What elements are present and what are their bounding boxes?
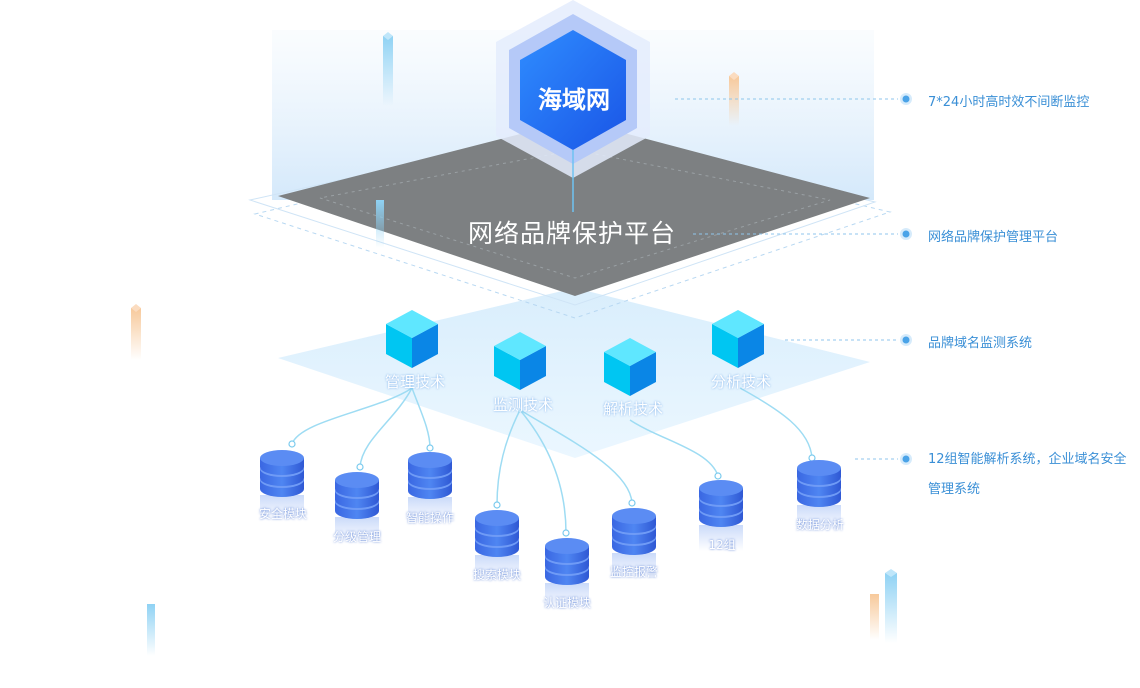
tech-cube-icon <box>604 338 656 396</box>
connector-lines <box>291 387 813 534</box>
tech-node-label: 解析技术 <box>602 400 664 418</box>
platform <box>278 120 870 296</box>
platform-title: 网络品牌保护平台 <box>467 219 677 248</box>
database-label: 数据分析 <box>795 518 845 532</box>
database-icon <box>797 460 841 531</box>
tech-cube-icon <box>386 310 438 368</box>
database-label: 分级管理 <box>332 530 382 544</box>
core-title: 海域网 <box>538 86 610 114</box>
annotation-platform: 网络品牌保护管理平台 <box>928 230 1059 245</box>
database-icon <box>612 508 656 579</box>
tech-node-label: 监测技术 <box>492 396 554 414</box>
annotation-monitoring: 7*24小时高时效不间断监控 <box>928 95 1090 110</box>
decorative-pillars <box>131 32 897 656</box>
annotation-dots <box>900 93 912 465</box>
database-icon <box>545 538 589 609</box>
database-icon <box>475 510 519 581</box>
database-label: 智能操作 <box>405 511 455 525</box>
annotation-dns-system: 12组智能解析系统，企业域名安全管理系统 <box>928 452 1127 497</box>
database-label: 监控报警 <box>609 565 659 579</box>
annotation-domain-monitor: 品牌域名监测系统 <box>928 336 1033 351</box>
database-label: 搜索模块 <box>472 568 522 582</box>
tech-cube-icon <box>712 310 764 368</box>
tech-node-label: 管理技术 <box>384 373 446 391</box>
platform-grid <box>319 149 831 279</box>
tech-node-label: 分析技术 <box>710 373 772 391</box>
core-hexagon <box>496 0 650 212</box>
database-label: 安全模块 <box>258 507 308 521</box>
annotation-leaders <box>675 98 898 460</box>
database-icon <box>260 450 304 521</box>
tech-cube-icon <box>494 332 546 390</box>
database-icon <box>335 472 379 543</box>
tech-plane <box>278 288 870 458</box>
database-label: 12组 <box>708 538 736 552</box>
database-label: 认证模块 <box>542 596 592 610</box>
database-icon <box>408 452 452 523</box>
connector-endpoints <box>288 440 816 537</box>
database-icon <box>699 480 743 551</box>
